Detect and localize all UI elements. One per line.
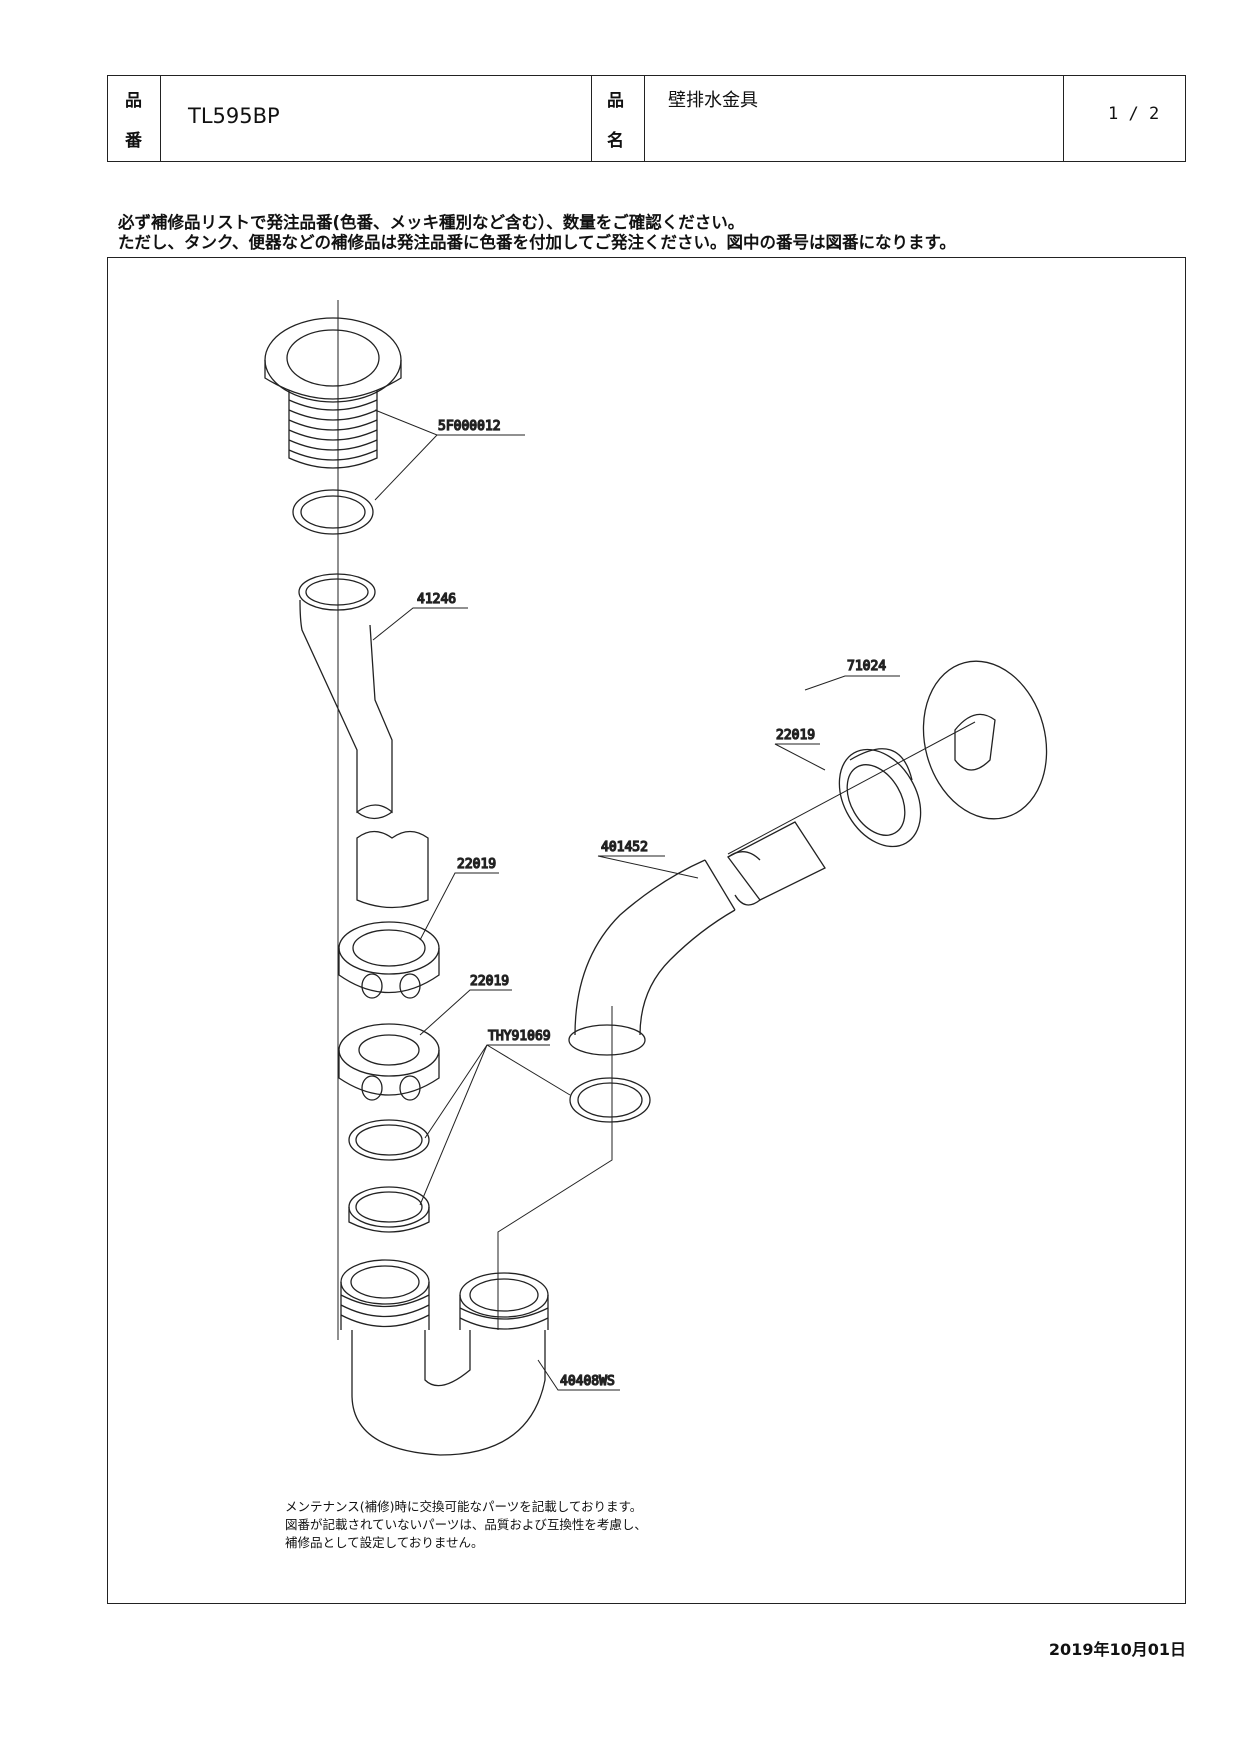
header-divider [160, 76, 161, 161]
product-name: 壁排水金具 [668, 90, 758, 111]
escutcheon-part [922, 660, 1048, 820]
header-divider [1063, 76, 1064, 161]
footnote-line-2: 図番が記載されていないパーツは、品質および互換性を考慮し、 [285, 1517, 647, 1532]
pipe-segment-part [356, 830, 429, 909]
callout-41246: 41246 [417, 592, 456, 607]
gasket-5f000012 [292, 489, 374, 535]
leader-lines [372, 409, 900, 1391]
wall-axis-line [727, 721, 976, 855]
product-number-label-1: 品 [125, 91, 142, 111]
footnote-line-1: メンテナンス(補修)時に交換可能なパーツを記載しております。 [285, 1499, 643, 1514]
nut-22019-lower [338, 1023, 440, 1101]
callout-thy91069: THY91069 [488, 1029, 551, 1044]
callout-401452: 401452 [601, 840, 648, 855]
drain-flange-part [264, 317, 402, 469]
header-divider [644, 76, 645, 161]
gasket-thy91069-right [569, 1077, 651, 1123]
callout-22019-right: 22019 [776, 728, 815, 743]
gasket-thy91069-left-1 [348, 1119, 430, 1161]
product-number-label-2: 番 [125, 131, 142, 151]
p-trap-part [340, 1259, 549, 1456]
diagram-frame [107, 257, 1186, 1604]
product-number: TL595BP [188, 104, 280, 128]
nut-22019-right [838, 748, 922, 848]
issue-date: 2019年10月01日 [1048, 1640, 1186, 1659]
callout-5f000012: 5F000012 [438, 419, 501, 434]
header-table: 品 番 TL595BP 品 名 壁排水金具 1 / 2 [107, 75, 1186, 162]
instruction-line-1: 必ず補修品リストで発注品番(色番、メッキ種別など含む）、数量をご確認ください。 [118, 213, 745, 232]
product-name-label-1: 品 [607, 91, 624, 111]
callout-40408ws: 40408WS [560, 1374, 615, 1389]
callout-22019-upper: 22019 [457, 857, 496, 872]
page-number: 1 / 2 [1108, 104, 1160, 124]
s-pipe-part [298, 573, 393, 820]
nut-22019-upper [338, 921, 440, 999]
callout-22019-lower: 22019 [470, 974, 509, 989]
elbow-pipe-part [568, 821, 826, 1056]
product-name-label-2: 名 [607, 131, 624, 151]
instruction-line-2: ただし、タンク、便器などの補修品は発注品番に色番を付加してご発注ください。図中の… [118, 233, 956, 252]
gasket-thy91069-left-2 [348, 1186, 430, 1233]
callout-71024: 71024 [847, 659, 886, 674]
header-divider [591, 76, 592, 161]
footnote-line-3: 補修品として設定しておりません。 [285, 1535, 484, 1550]
